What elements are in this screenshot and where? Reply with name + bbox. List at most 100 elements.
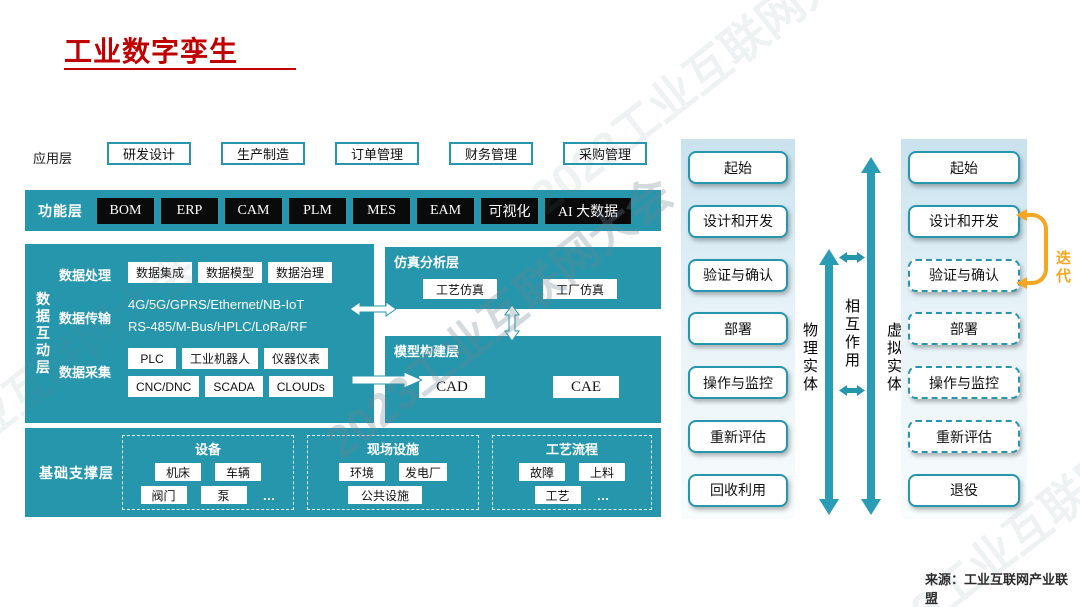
lifecycle-step: 起始 [688,151,788,184]
data-transmission-line: RS-485/M-Bus/HPLC/LoRa/RF [128,319,308,334]
lifecycle-step: 设计和开发 [908,204,1020,238]
foundation-group-title: 工艺流程 [545,442,598,457]
virtual-entity-axis-label: 虚拟实体 [885,322,902,394]
lifecycle-step: 重新评估 [908,420,1020,454]
simulation-layer-label: 仿真分析层 [394,255,460,270]
foundation-item: 公共设施 [348,486,422,504]
lifecycle-step: 退役 [908,473,1020,507]
physical-axis-arrow-icon [819,249,839,515]
application-item: 采购管理 [563,142,647,165]
data-processing-item: 数据模型 [198,262,263,283]
lifecycle-step: 回收利用 [688,473,788,507]
model-item: CAE [553,376,619,398]
interaction-arrow-icon [839,252,865,263]
foundation-item: 故障 [519,463,565,481]
function-item: 可视化 [481,197,538,224]
data-collection-row2: CNC/DNC SCADA CLOUDs [128,376,333,397]
data-interaction-block: 数据互动层 数据处理 数据集成 数据模型 数据治理 数据传输 4G/5G/GPR… [25,244,374,423]
simulation-item: 工艺仿真 [423,279,497,299]
right-arrow-icon [352,371,422,389]
simulation-item: 工厂仿真 [543,279,617,299]
foundation-layer-block: 基础支撑层 设备 机床 车辆 阀门 泵 … 现场设施 环境 发电厂 公共设施 [25,428,661,517]
foundation-item: 阀门 [140,486,187,504]
foundation-item: 工艺 [534,486,581,504]
lifecycle-step: 起始 [908,151,1020,184]
simulation-layer-block: 仿真分析层 工艺仿真 工厂仿真 [385,247,661,309]
data-collection-item: CNC/DNC [128,376,200,397]
lifecycle-step: 设计和开发 [688,204,788,238]
data-processing-label: 数据处理 [59,268,112,283]
lifecycle-step: 重新评估 [688,420,788,454]
application-item: 研发设计 [107,142,191,165]
foundation-group-row: 阀门 泵 … [123,486,293,504]
function-item: CAM [225,197,282,224]
function-item: BOM [97,197,154,224]
function-item: MES [353,197,410,224]
interaction-arrow-icon [839,385,865,396]
data-collection-row1: PLC 工业机器人 仪器仪表 [128,348,329,369]
source-attribution: 来源：工业互联网产业联盟 [925,572,1069,606]
foundation-group-row: 公共设施 [308,486,478,504]
horizontal-double-arrow-icon [350,301,396,317]
foundation-group-row: 机床 车辆 [123,463,293,481]
model-layer-label: 模型构建层 [394,344,460,359]
function-item: EAM [417,197,474,224]
function-item: AI 大数据 [545,197,631,224]
data-collection-item: 仪器仪表 [264,348,329,369]
physical-lifecycle-panel: 起始 设计和开发 验证与确认 部署 操作与监控 重新评估 回收利用 [681,139,795,519]
function-layer-bar: 功能层 BOM ERP CAM PLM MES EAM 可视化 AI 大数据 [25,190,661,231]
iteration-arrowhead-icon [1016,277,1027,289]
application-item: 订单管理 [335,142,419,165]
data-processing-item: 数据集成 [128,262,193,283]
foundation-item: 泵 [200,486,247,504]
foundation-group-row: 故障 上料 [493,463,651,481]
foundation-group-facilities: 现场设施 环境 发电厂 公共设施 [307,435,479,510]
data-processing-item: 数据治理 [268,262,333,283]
foundation-group-equipment: 设备 机床 车辆 阀门 泵 … [122,435,294,510]
foundation-group-title: 设备 [194,442,221,457]
iteration-arrowhead-icon [1016,209,1027,221]
lifecycle-step: 操作与监控 [688,366,788,400]
data-collection-item: 工业机器人 [182,348,259,369]
vertical-double-arrow-icon [504,305,520,341]
ellipsis: … [262,487,276,503]
ellipsis: … [596,487,610,503]
virtual-axis-arrow-icon [861,157,881,515]
lifecycle-step: 验证与确认 [908,258,1020,292]
application-layer-label: 应用层 [33,151,73,166]
application-item: 财务管理 [449,142,533,165]
application-item: 生产制造 [221,142,305,165]
lifecycle-step: 部署 [688,312,788,346]
foundation-item: 车辆 [215,463,261,481]
iteration-loop-arrow [1027,213,1048,285]
data-collection-item: PLC [128,348,176,369]
foundation-item: 发电厂 [398,463,447,481]
lifecycle-step: 部署 [908,312,1020,346]
foundation-group-process: 工艺流程 故障 上料 工艺 … [492,435,652,510]
foundation-group-row: 工艺 … [493,486,651,504]
function-item: ERP [161,197,218,224]
data-collection-item: CLOUDs [268,376,333,397]
foundation-item: 机床 [155,463,201,481]
title-underline [64,68,296,70]
iteration-label: 迭代 [1054,250,1071,286]
model-item: CAD [419,376,485,398]
model-layer-block: 模型构建层 CAD CAE [385,336,661,423]
interaction-label: 相互作用 [843,298,860,370]
function-items: BOM ERP CAM PLM MES EAM 可视化 AI 大数据 [97,197,631,224]
foundation-group-title: 现场设施 [366,442,419,457]
page-title: 工业数字孪生 [64,36,239,67]
lifecycle-step: 验证与确认 [688,258,788,292]
data-interaction-label: 数据互动层 [35,291,51,376]
data-transmission-label: 数据传输 [59,311,112,326]
foundation-layer-label: 基础支撑层 [39,464,114,481]
virtual-lifecycle-panel: 起始 设计和开发 验证与确认 部署 操作与监控 重新评估 退役 [901,139,1027,519]
data-transmission-line: 4G/5G/GPRS/Ethernet/NB-IoT [128,297,305,312]
foundation-group-row: 环境 发电厂 [308,463,478,481]
lifecycle-step: 操作与监控 [908,366,1020,400]
data-processing-items: 数据集成 数据模型 数据治理 [128,262,333,283]
application-layer-row: 研发设计 生产制造 订单管理 财务管理 采购管理 [107,142,647,165]
physical-entity-axis-label: 物理实体 [801,322,818,394]
data-collection-item: SCADA [205,376,263,397]
